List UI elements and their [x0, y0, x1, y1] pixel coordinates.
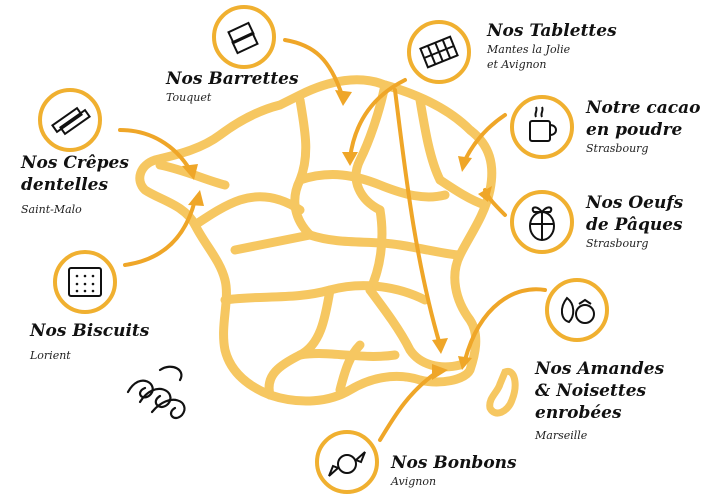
- product-place: Lorient: [30, 349, 71, 362]
- label-cacao: Notre cacao en poudre Strasbourg: [586, 97, 701, 156]
- label-amandes: Nos Amandes & Noisettes enrobées Marseil…: [535, 358, 664, 443]
- candy-icon: [315, 430, 379, 494]
- cocoa-mug-icon: [510, 95, 574, 159]
- product-place: Strasbourg: [586, 142, 649, 155]
- product-title: Nos Crêpes dentelles: [21, 153, 129, 195]
- product-place: Mantes la Jolie et Avignon: [487, 43, 571, 71]
- nuts-icon: [545, 278, 609, 342]
- product-title: Nos Barrettes: [166, 69, 299, 89]
- easter-egg-icon: [510, 190, 574, 254]
- corsica-outline: [486, 367, 519, 417]
- product-title: Nos Oeufs de Pâques: [586, 193, 684, 235]
- product-title: Nos Tablettes: [487, 21, 617, 41]
- product-place: Strasbourg: [586, 237, 649, 250]
- label-tablettes: Nos Tablettes Mantes la Jolie et Avignon: [487, 20, 617, 72]
- label-oeufs: Nos Oeufs de Pâques Strasbourg: [586, 192, 683, 251]
- product-place: Marseille: [535, 429, 588, 442]
- map-outline: [135, 75, 497, 406]
- crepe-rolls-icon: [38, 88, 102, 152]
- biscuit-icon: [53, 250, 117, 314]
- product-title: Nos Bonbons: [391, 453, 517, 473]
- product-place: Avignon: [391, 475, 437, 488]
- label-biscuits: Nos Biscuits Lorient: [30, 320, 149, 363]
- label-crepes: Nos Crêpes dentelles Saint-Malo: [21, 152, 129, 217]
- product-title: Notre cacao en poudre: [586, 98, 701, 140]
- product-title: Nos Amandes & Noisettes enrobées: [535, 359, 665, 423]
- product-place: Saint-Malo: [21, 203, 82, 216]
- label-barrettes: Nos Barrettes Touquet: [166, 68, 299, 105]
- label-bonbons: Nos Bonbons Avignon: [391, 452, 517, 489]
- product-title: Nos Biscuits: [30, 321, 150, 341]
- chocolate-bars-icon: [212, 5, 276, 69]
- product-place: Touquet: [166, 91, 212, 104]
- chocolate-tablet-icon: [407, 20, 471, 84]
- arrow-heads: [182, 90, 492, 380]
